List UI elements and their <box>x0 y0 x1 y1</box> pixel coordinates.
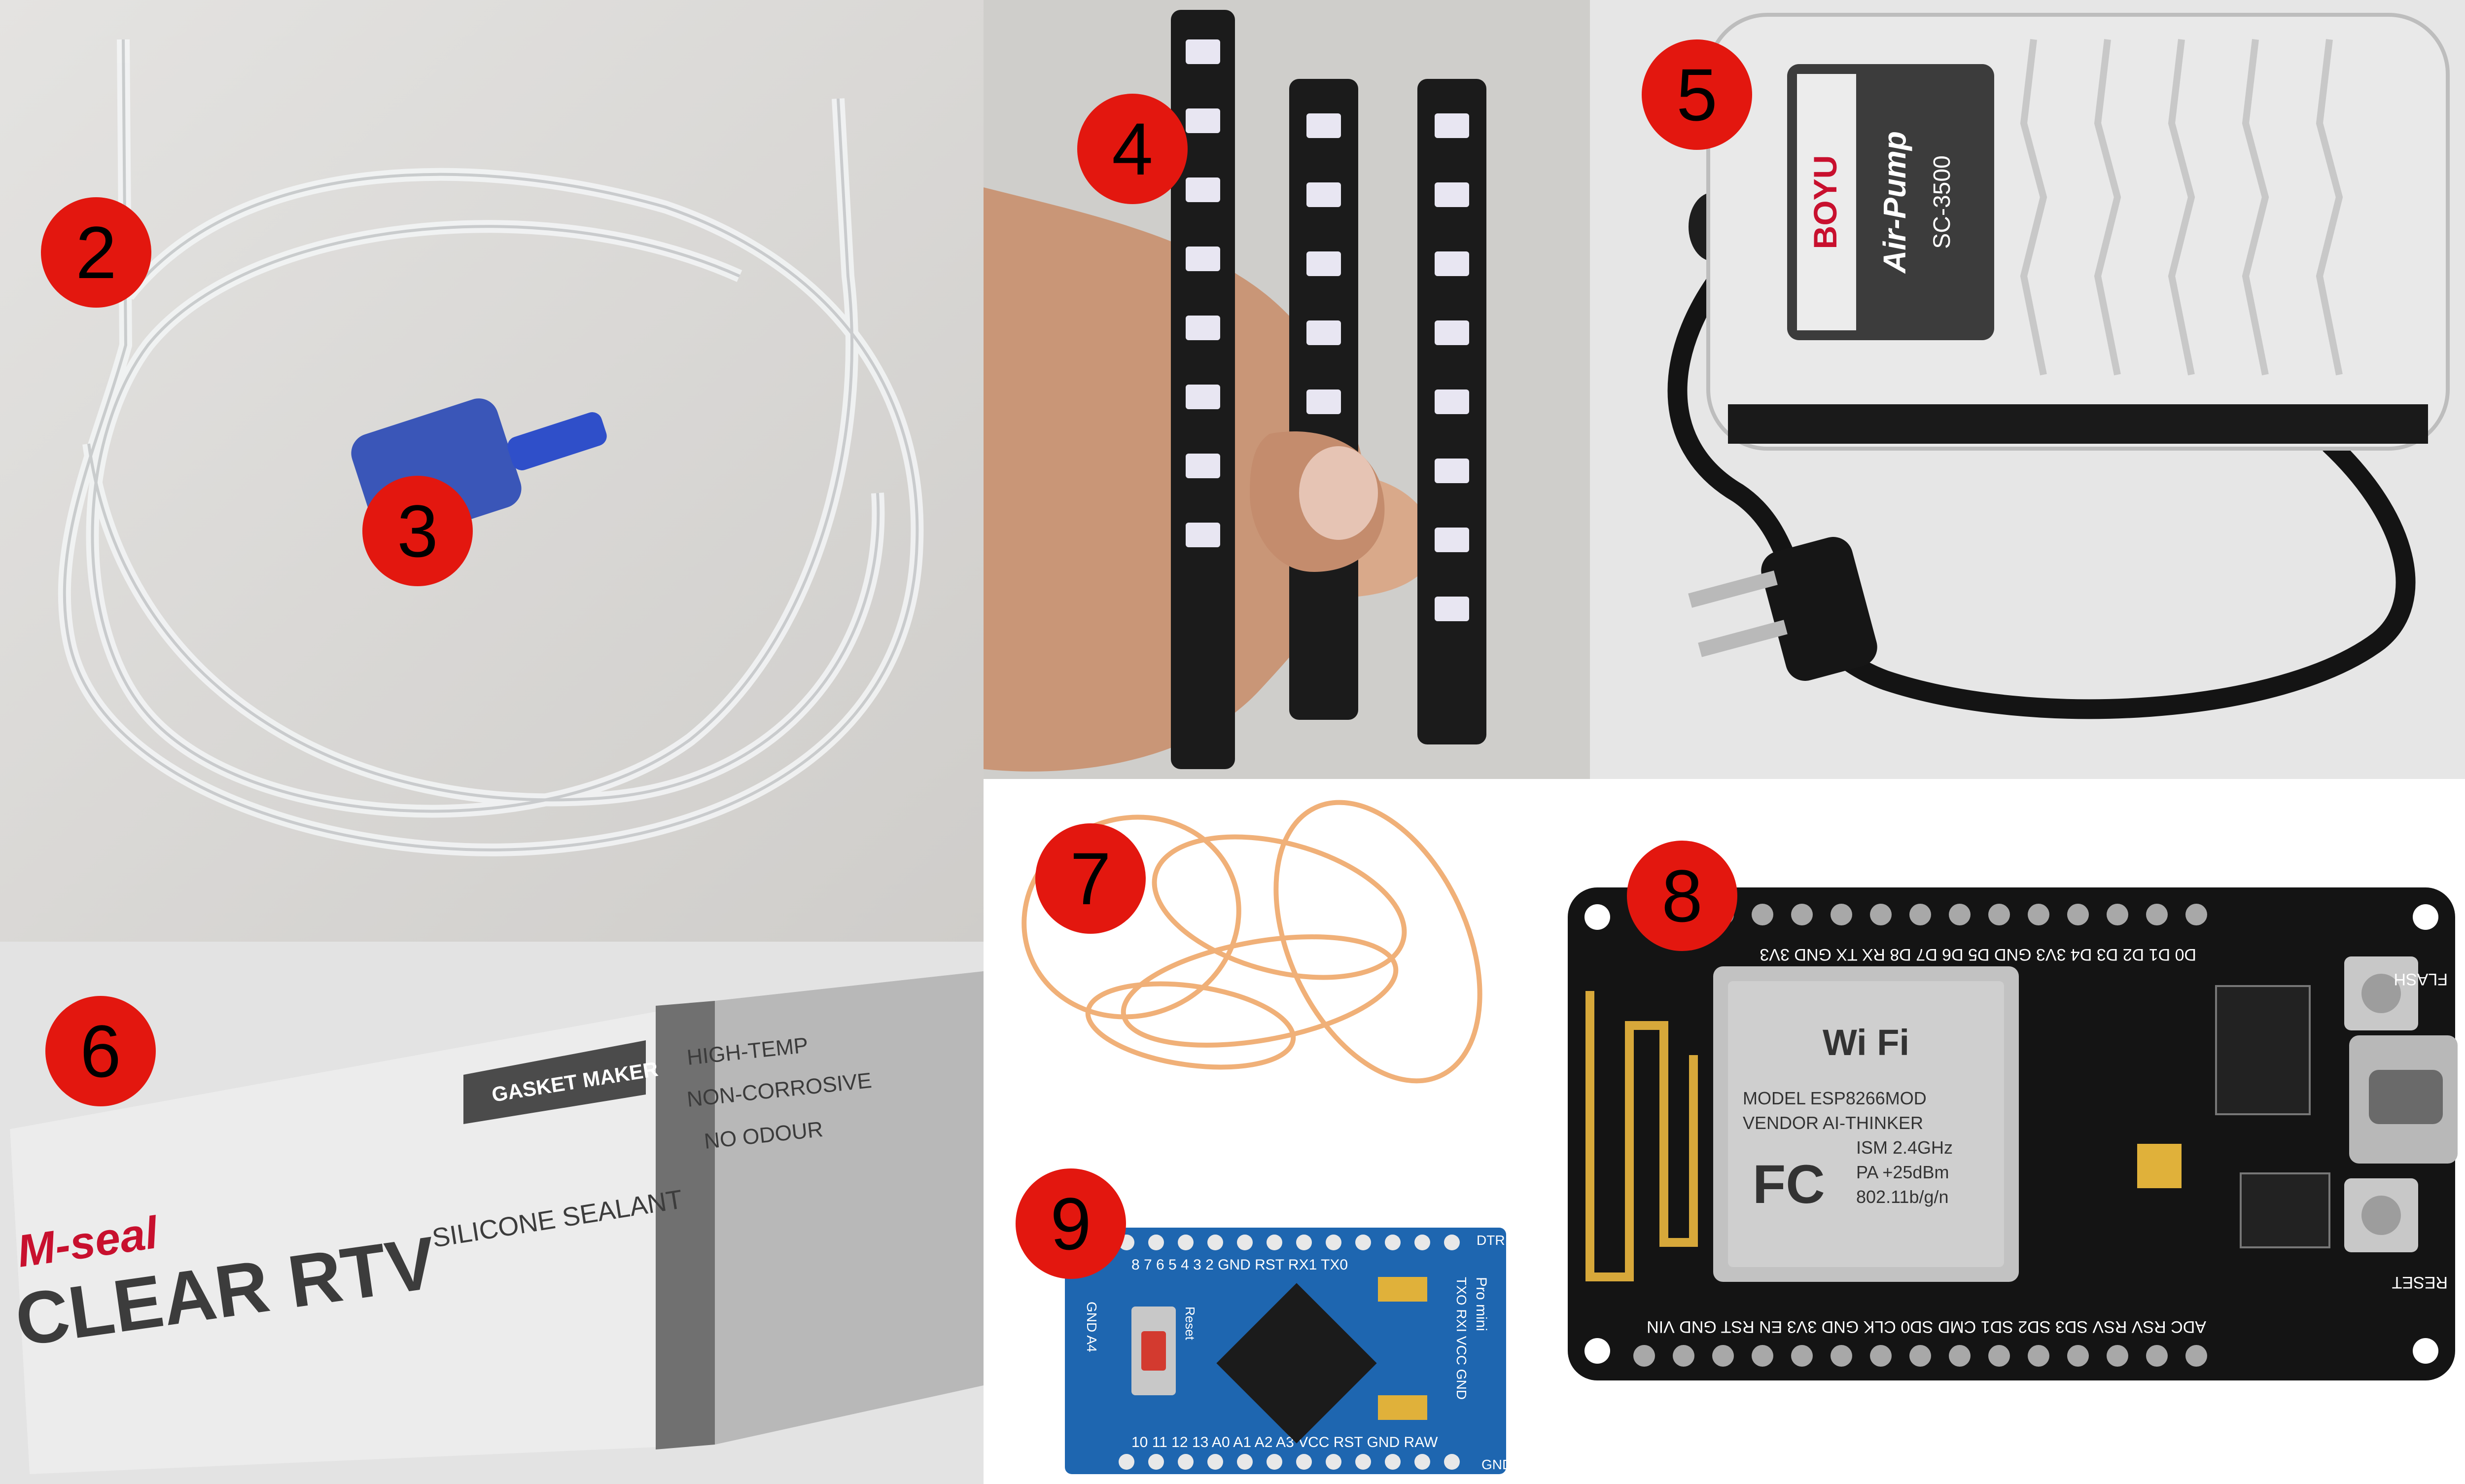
badge-7: 7 <box>1035 823 1146 934</box>
svg-text:TXO RXI VCC GND: TXO RXI VCC GND <box>1454 1277 1469 1400</box>
svg-text:FLASH: FLASH <box>2394 970 2448 989</box>
badge-6: 6 <box>45 996 156 1106</box>
svg-text:Pro mini: Pro mini <box>1473 1277 1489 1331</box>
power-plug <box>1688 537 1877 681</box>
svg-text:ADC RSV RSV SD3 SD2 SD1 CMD SD: ADC RSV RSV SD3 SD2 SD1 CMD SD0 CLK GND … <box>1647 1317 2206 1336</box>
sealant-box-front <box>10 1001 715 1474</box>
led-strip-illustration <box>984 0 1590 779</box>
tubing-illustration <box>0 0 984 942</box>
svg-text:10 11 12 13 A0 A1 A2 A3 VCC RS: 10 11 12 13 A0 A1 A2 A3 VCC RST GND RAW <box>1131 1434 1438 1450</box>
svg-text:Air-Pump: Air-Pump <box>1877 131 1912 274</box>
svg-text:GND A4: GND A4 <box>1084 1302 1099 1352</box>
pro-mini-board: 8 7 6 5 4 3 2 GND RST RX1 TX0 DTR 10 11 … <box>1065 1228 1512 1474</box>
svg-text:D0 D1 D2 D3 D4 3V3 GND D5 D6 D: D0 D1 D2 D3 D4 3V3 GND D5 D6 D7 D8 RX TX… <box>1760 945 2196 964</box>
svg-text:802.11b/g/n: 802.11b/g/n <box>1856 1187 1949 1207</box>
svg-text:VENDOR AI-THINKER: VENDOR AI-THINKER <box>1743 1113 1923 1133</box>
svg-text:PA +25dBm: PA +25dBm <box>1856 1162 1949 1182</box>
panel-electronics: D0 D1 D2 D3 D4 3V3 GND D5 D6 D7 D8 RX TX… <box>984 779 2465 1484</box>
badge-5: 5 <box>1642 39 1752 150</box>
svg-text:8 7 6 5 4 3 2 GND RST RX1 TX0: 8 7 6 5 4 3 2 GND RST RX1 TX0 <box>1131 1257 1348 1273</box>
badge-9: 9 <box>1016 1168 1126 1279</box>
svg-text:FC: FC <box>1753 1154 1825 1215</box>
svg-text:Reset: Reset <box>1183 1307 1197 1341</box>
svg-text:GND: GND <box>1481 1457 1512 1472</box>
panel-sealant: GASKET MAKER HIGH-TEMP NON-CORROSIVE NO … <box>0 942 984 1484</box>
sealant-box-illustration: GASKET MAKER HIGH-TEMP NON-CORROSIVE NO … <box>0 942 984 1484</box>
svg-text:RESET: RESET <box>2392 1273 2448 1292</box>
panel-tubing: 2 3 <box>0 0 984 942</box>
badge-3: 3 <box>362 476 473 586</box>
svg-text:MODEL ESP8266MOD: MODEL ESP8266MOD <box>1743 1088 1927 1108</box>
pump-label: BOYU Air-Pump SC-3500 <box>1787 64 1994 340</box>
nodemcu-board: D0 D1 D2 D3 D4 3V3 GND D5 D6 D7 D8 RX TX… <box>1568 887 2458 1380</box>
badge-4: 4 <box>1077 94 1188 204</box>
panel-air-pump: BOYU Air-Pump SC-3500 5 <box>1590 0 2465 779</box>
badge-2: 2 <box>41 197 151 308</box>
svg-text:BOYU: BOYU <box>1807 155 1843 249</box>
svg-text:Wi Fi: Wi Fi <box>1823 1022 1909 1063</box>
svg-text:ISM 2.4GHz: ISM 2.4GHz <box>1856 1137 1953 1158</box>
badge-8: 8 <box>1627 841 1737 951</box>
svg-text:DTR: DTR <box>1477 1233 1505 1248</box>
panel-led-strip: 4 <box>984 0 1590 779</box>
svg-text:SC-3500: SC-3500 <box>1929 155 1955 248</box>
electronics-illustration: D0 D1 D2 D3 D4 3V3 GND D5 D6 D7 D8 RX TX… <box>1021 800 2458 1474</box>
